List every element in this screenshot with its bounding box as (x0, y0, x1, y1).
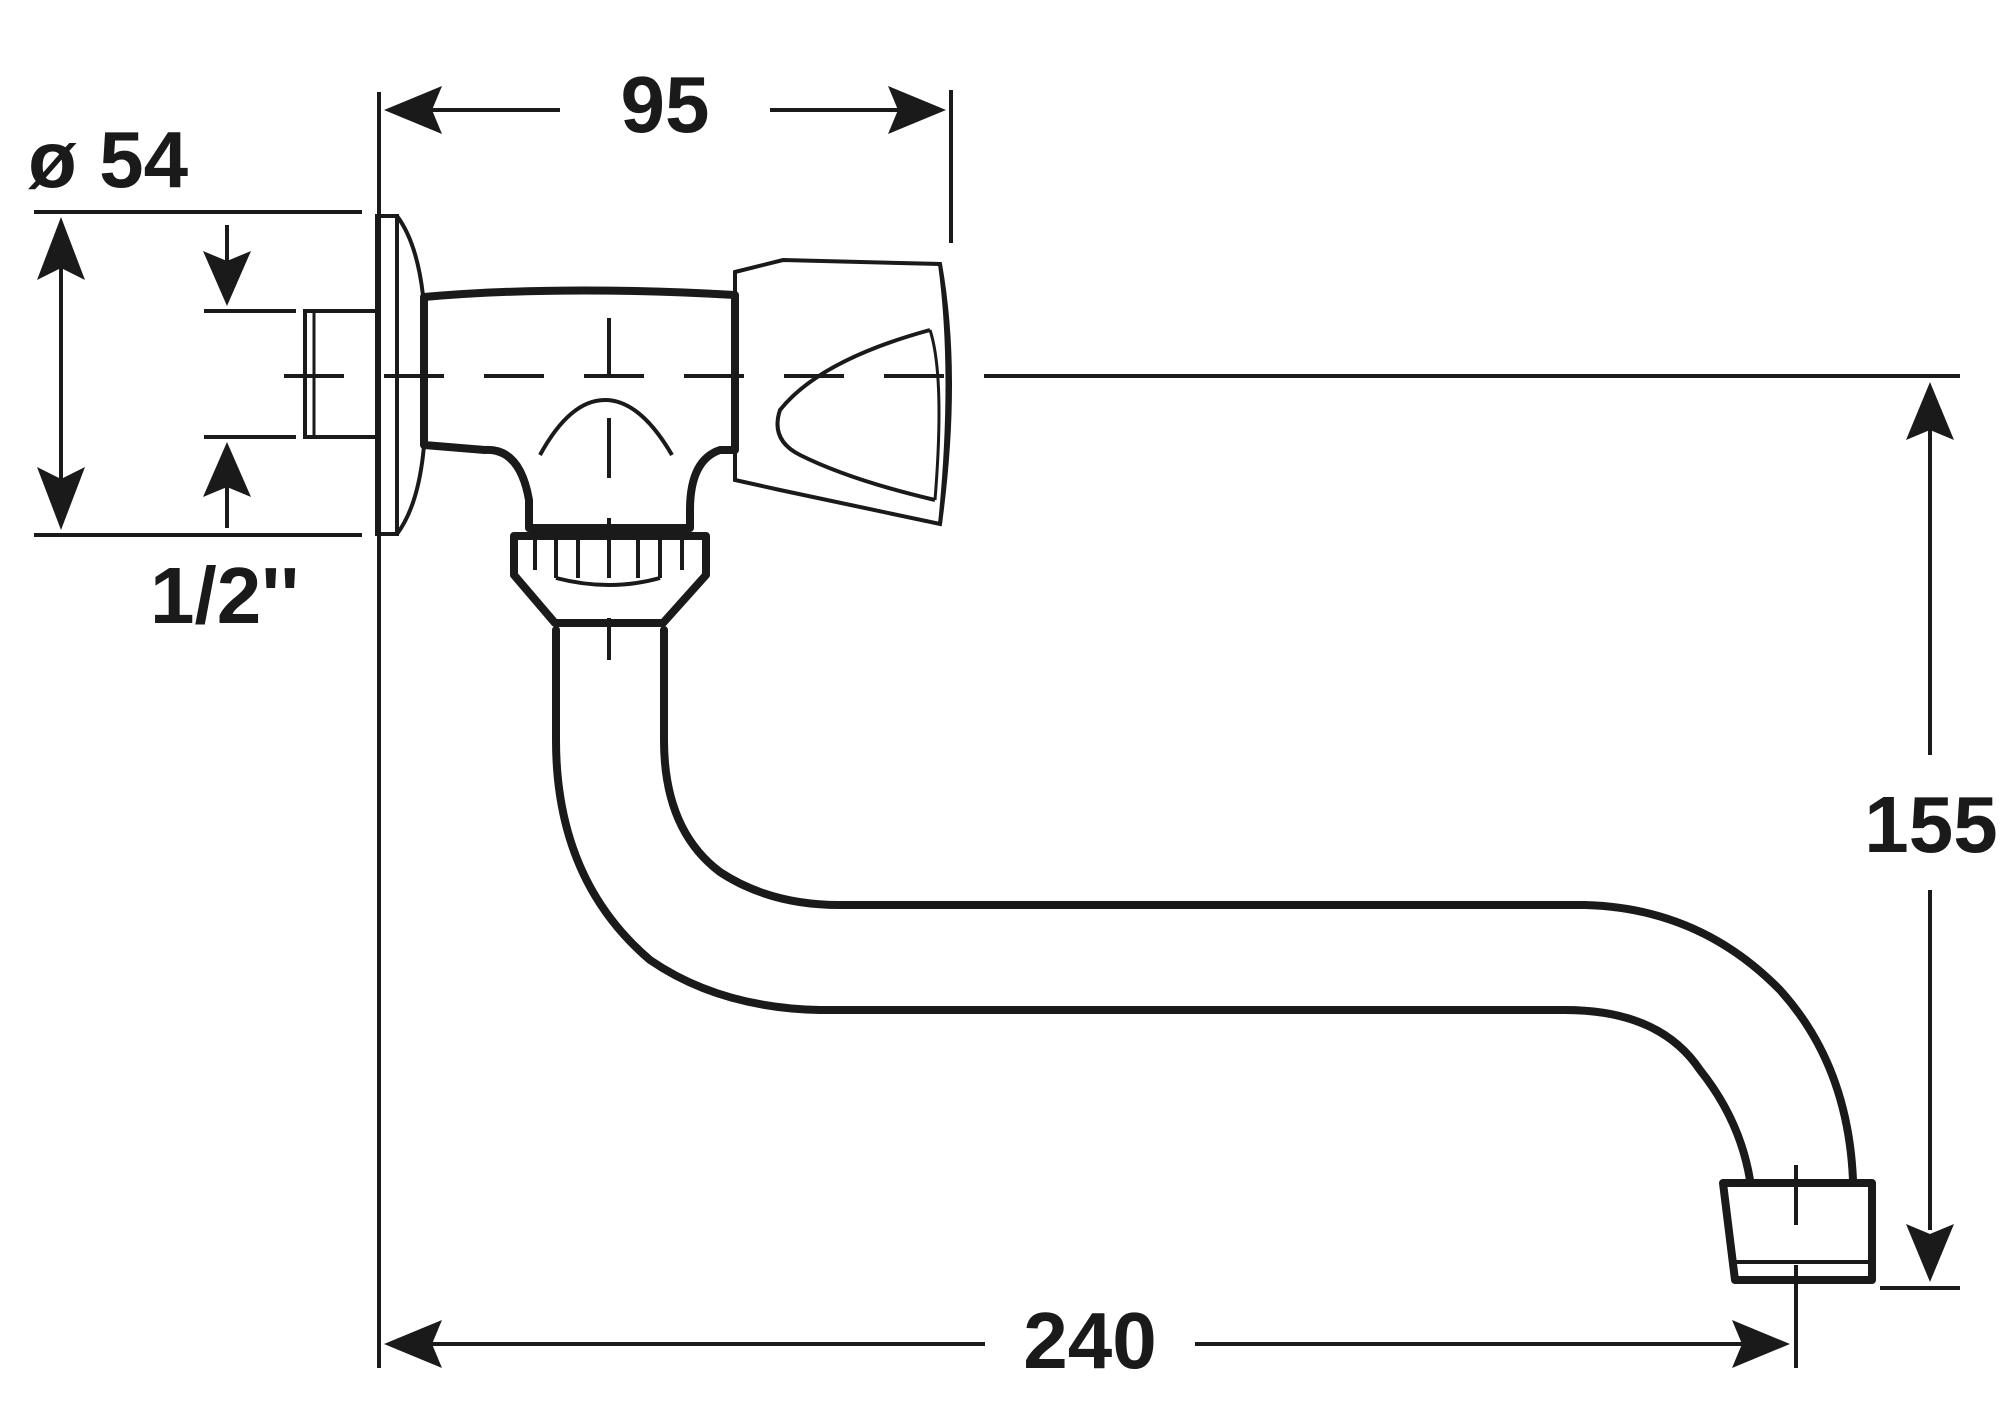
center-lines (284, 318, 1798, 1310)
union-nut (510, 532, 710, 627)
valve-handle (733, 257, 952, 527)
dimension-diameter-54-label: ø 54 (28, 115, 189, 204)
dimension-240: 240 (384, 1165, 1798, 1385)
dimension-95: 95 (377, 60, 953, 1368)
aerator (1719, 1179, 1876, 1284)
dimension-155: 155 (1000, 374, 1998, 1290)
dimension-155-label: 155 (1864, 780, 1997, 869)
dimension-diameter-54: ø 54 (28, 115, 362, 537)
dimension-95-label: 95 (621, 60, 710, 149)
dimension-thread: 1/2'' (150, 225, 299, 640)
spout (552, 626, 1857, 1184)
dimension-240-label: 240 (1023, 1296, 1156, 1385)
dimension-thread-label: 1/2'' (150, 551, 299, 640)
body-arch (538, 397, 674, 457)
